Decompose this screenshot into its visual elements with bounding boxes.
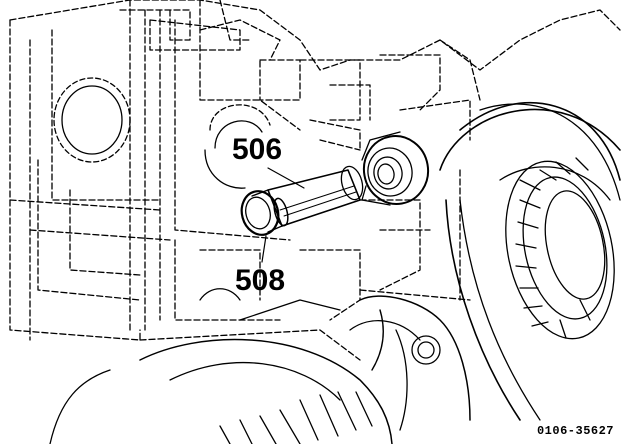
middle-round-port xyxy=(205,105,270,188)
seal-ring xyxy=(359,131,434,209)
figure-reference-number: 0106-35627 xyxy=(536,424,614,438)
engine-block-outline xyxy=(10,0,620,360)
callout-leader-508 xyxy=(262,236,266,262)
right-pulley-assembly xyxy=(440,103,624,420)
callout-label-506: 506 xyxy=(232,133,283,166)
left-round-port xyxy=(54,78,130,162)
bottom-gear xyxy=(50,340,392,444)
callout-leader-506 xyxy=(268,168,304,188)
pin-shaft-part xyxy=(237,164,366,239)
callout-label-508: 508 xyxy=(235,264,286,297)
lower-bracket xyxy=(200,289,470,430)
